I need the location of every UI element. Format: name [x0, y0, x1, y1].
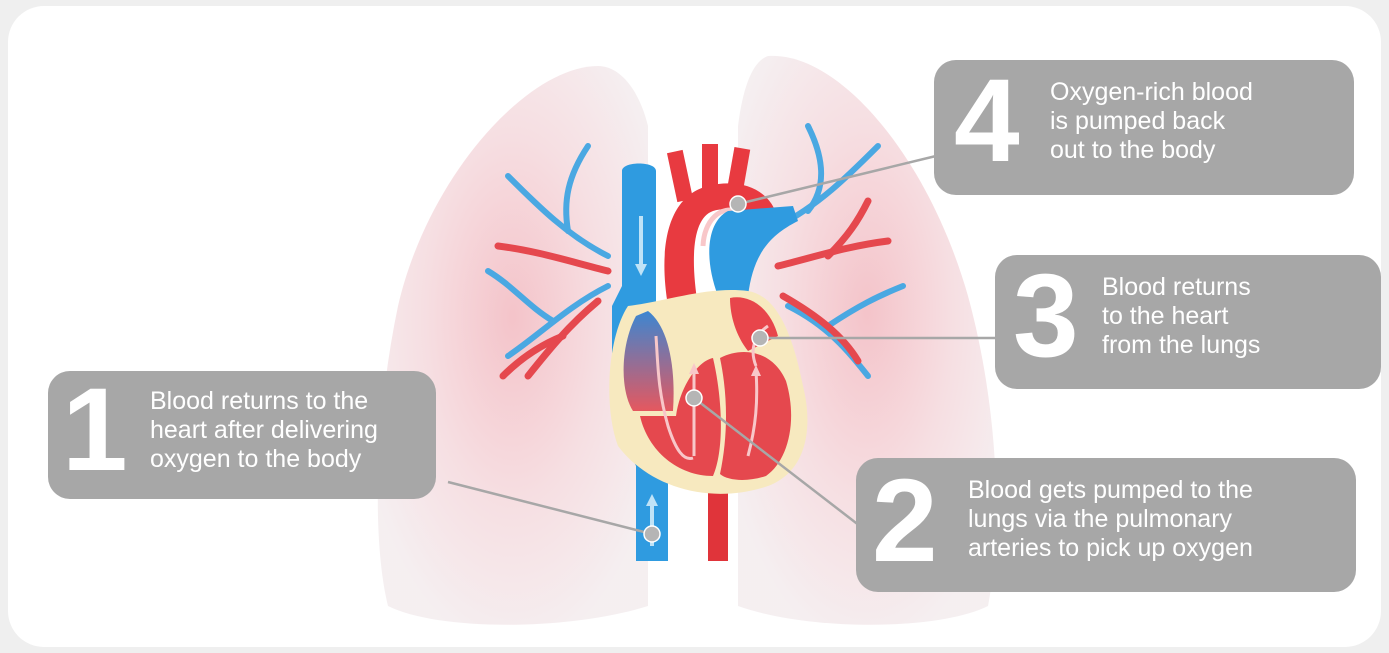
step-number: 1	[62, 371, 128, 489]
step-description: Blood returns to the heart after deliver…	[150, 387, 378, 474]
step-4-callout: 4 Oxygen-rich blood is pumped back out t…	[934, 60, 1354, 195]
step-description: Blood gets pumped to the lungs via the p…	[968, 476, 1253, 563]
marker-4	[730, 196, 746, 212]
step-description: Oxygen-rich blood is pumped back out to …	[1050, 78, 1253, 165]
diagram-panel: 1 Blood returns to the heart after deliv…	[8, 6, 1381, 647]
step-number: 4	[954, 62, 1020, 180]
marker-3	[752, 330, 768, 346]
step-3-callout: 3 Blood returns to the heart from the lu…	[995, 255, 1381, 389]
step-2-callout: 2 Blood gets pumped to the lungs via the…	[856, 458, 1356, 592]
step-description: Blood returns to the heart from the lung…	[1102, 273, 1260, 360]
marker-2	[686, 390, 702, 406]
left-lung	[378, 66, 648, 625]
step-number: 2	[872, 462, 938, 580]
step-1-callout: 1 Blood returns to the heart after deliv…	[48, 371, 436, 499]
step-number: 3	[1013, 257, 1079, 375]
marker-1	[644, 526, 660, 542]
